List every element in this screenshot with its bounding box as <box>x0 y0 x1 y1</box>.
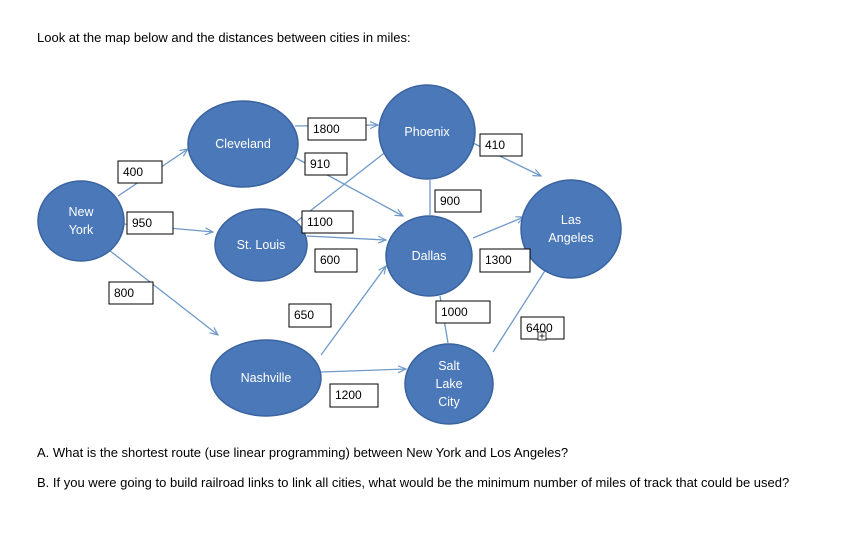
distance-box <box>434 189 482 213</box>
edge-nash-dal <box>320 266 386 356</box>
city-node-dal: Dallas <box>385 215 473 297</box>
city-label-la: Angeles <box>548 231 593 245</box>
distance-label-phx-dal: 900 <box>434 189 482 213</box>
distance-label-dal-slc: 1000 <box>435 300 491 324</box>
distance-value: 1100 <box>307 215 333 229</box>
question-a: A. What is the shortest route (use linea… <box>37 445 569 460</box>
distance-value: 800 <box>114 286 134 300</box>
city-circle-ny <box>37 180 125 262</box>
distance-value: 950 <box>132 216 152 230</box>
edge-cle-dal <box>282 150 403 216</box>
distance-value: 650 <box>294 308 314 322</box>
distance-label-nash-dal: 650 <box>288 303 332 328</box>
edge-ny-nash <box>108 249 218 335</box>
edge-dal-la <box>472 217 524 239</box>
distance-box <box>307 117 367 141</box>
city-node-phx: Phoenix <box>378 84 476 180</box>
city-label-phx: Phoenix <box>404 125 450 139</box>
distance-value: 1000 <box>441 305 468 319</box>
distance-label-phx-la: 410 <box>479 133 523 157</box>
edge-stl-phx <box>295 146 393 223</box>
city-label-ny: New <box>68 205 94 219</box>
city-label-la: Las <box>561 213 581 227</box>
distance-label-ny-cle: 400 <box>117 160 163 184</box>
city-node-cle: Cleveland <box>187 100 299 188</box>
distance-label-stl-phx: 1100 <box>301 210 354 234</box>
plus-icon <box>539 333 545 339</box>
city-node-nash: Nashville <box>210 339 322 417</box>
question-b: B. If you were going to build railroad l… <box>37 475 790 490</box>
distance-label-slc-la: 6400 <box>520 316 565 341</box>
city-label-dal: Dallas <box>412 249 447 263</box>
city-circle-cle <box>187 100 299 188</box>
edge-nash-slc <box>320 369 406 372</box>
city-label-slc: Salt <box>438 359 460 373</box>
city-circle-phx <box>378 84 476 180</box>
city-circle-slc <box>404 343 494 425</box>
distance-box <box>288 303 332 328</box>
city-label-slc: City <box>438 395 460 409</box>
edge-stl-dal <box>306 235 386 240</box>
distance-value: 400 <box>123 165 143 179</box>
instructions-text: Look at the map below and the distances … <box>37 30 411 45</box>
city-label-stl: St. Louis <box>237 238 286 252</box>
distance-value: 1300 <box>485 253 512 267</box>
city-label-ny: York <box>69 223 94 237</box>
city-label-slc: Lake <box>435 377 462 391</box>
edge-slc-la <box>492 265 549 353</box>
distance-label-ny-stl: 950 <box>126 211 174 235</box>
distance-box <box>304 152 348 176</box>
city-circle-la <box>520 179 622 279</box>
distance-label-cle-dal: 910 <box>304 152 348 176</box>
distance-box <box>108 281 154 305</box>
distance-labels: 400 950 800 1800 910 1100 600 650 1200 900 410 1300… <box>108 117 565 408</box>
distance-label-cle-phx: 1800 <box>307 117 367 141</box>
distance-value: 6400 <box>526 321 553 335</box>
distance-value: 900 <box>440 194 460 208</box>
distance-box <box>435 300 491 324</box>
distance-label-nash-slc: 1200 <box>329 383 379 408</box>
distance-box <box>329 383 379 408</box>
distance-box <box>117 160 163 184</box>
distance-label-dal-la: 1300 <box>479 248 531 273</box>
city-circle-stl <box>214 208 308 282</box>
distance-box <box>301 210 354 234</box>
city-circle-dal <box>385 215 473 297</box>
distance-box <box>479 133 523 157</box>
distance-box <box>314 248 358 273</box>
city-label-cle: Cleveland <box>215 137 271 151</box>
city-circle-nash <box>210 339 322 417</box>
distance-label-stl-dal: 600 <box>314 248 358 273</box>
city-label-nash: Nashville <box>241 371 292 385</box>
distance-box <box>126 211 174 235</box>
distance-value: 1800 <box>313 122 340 136</box>
distance-label-ny-nash: 800 <box>108 281 154 305</box>
distance-value: 1200 <box>335 388 362 402</box>
city-node-stl: St. Louis <box>214 208 308 282</box>
distance-value: 600 <box>320 253 340 267</box>
distance-box <box>479 248 531 273</box>
distance-value: 410 <box>485 138 505 152</box>
distance-value: 910 <box>310 157 330 171</box>
